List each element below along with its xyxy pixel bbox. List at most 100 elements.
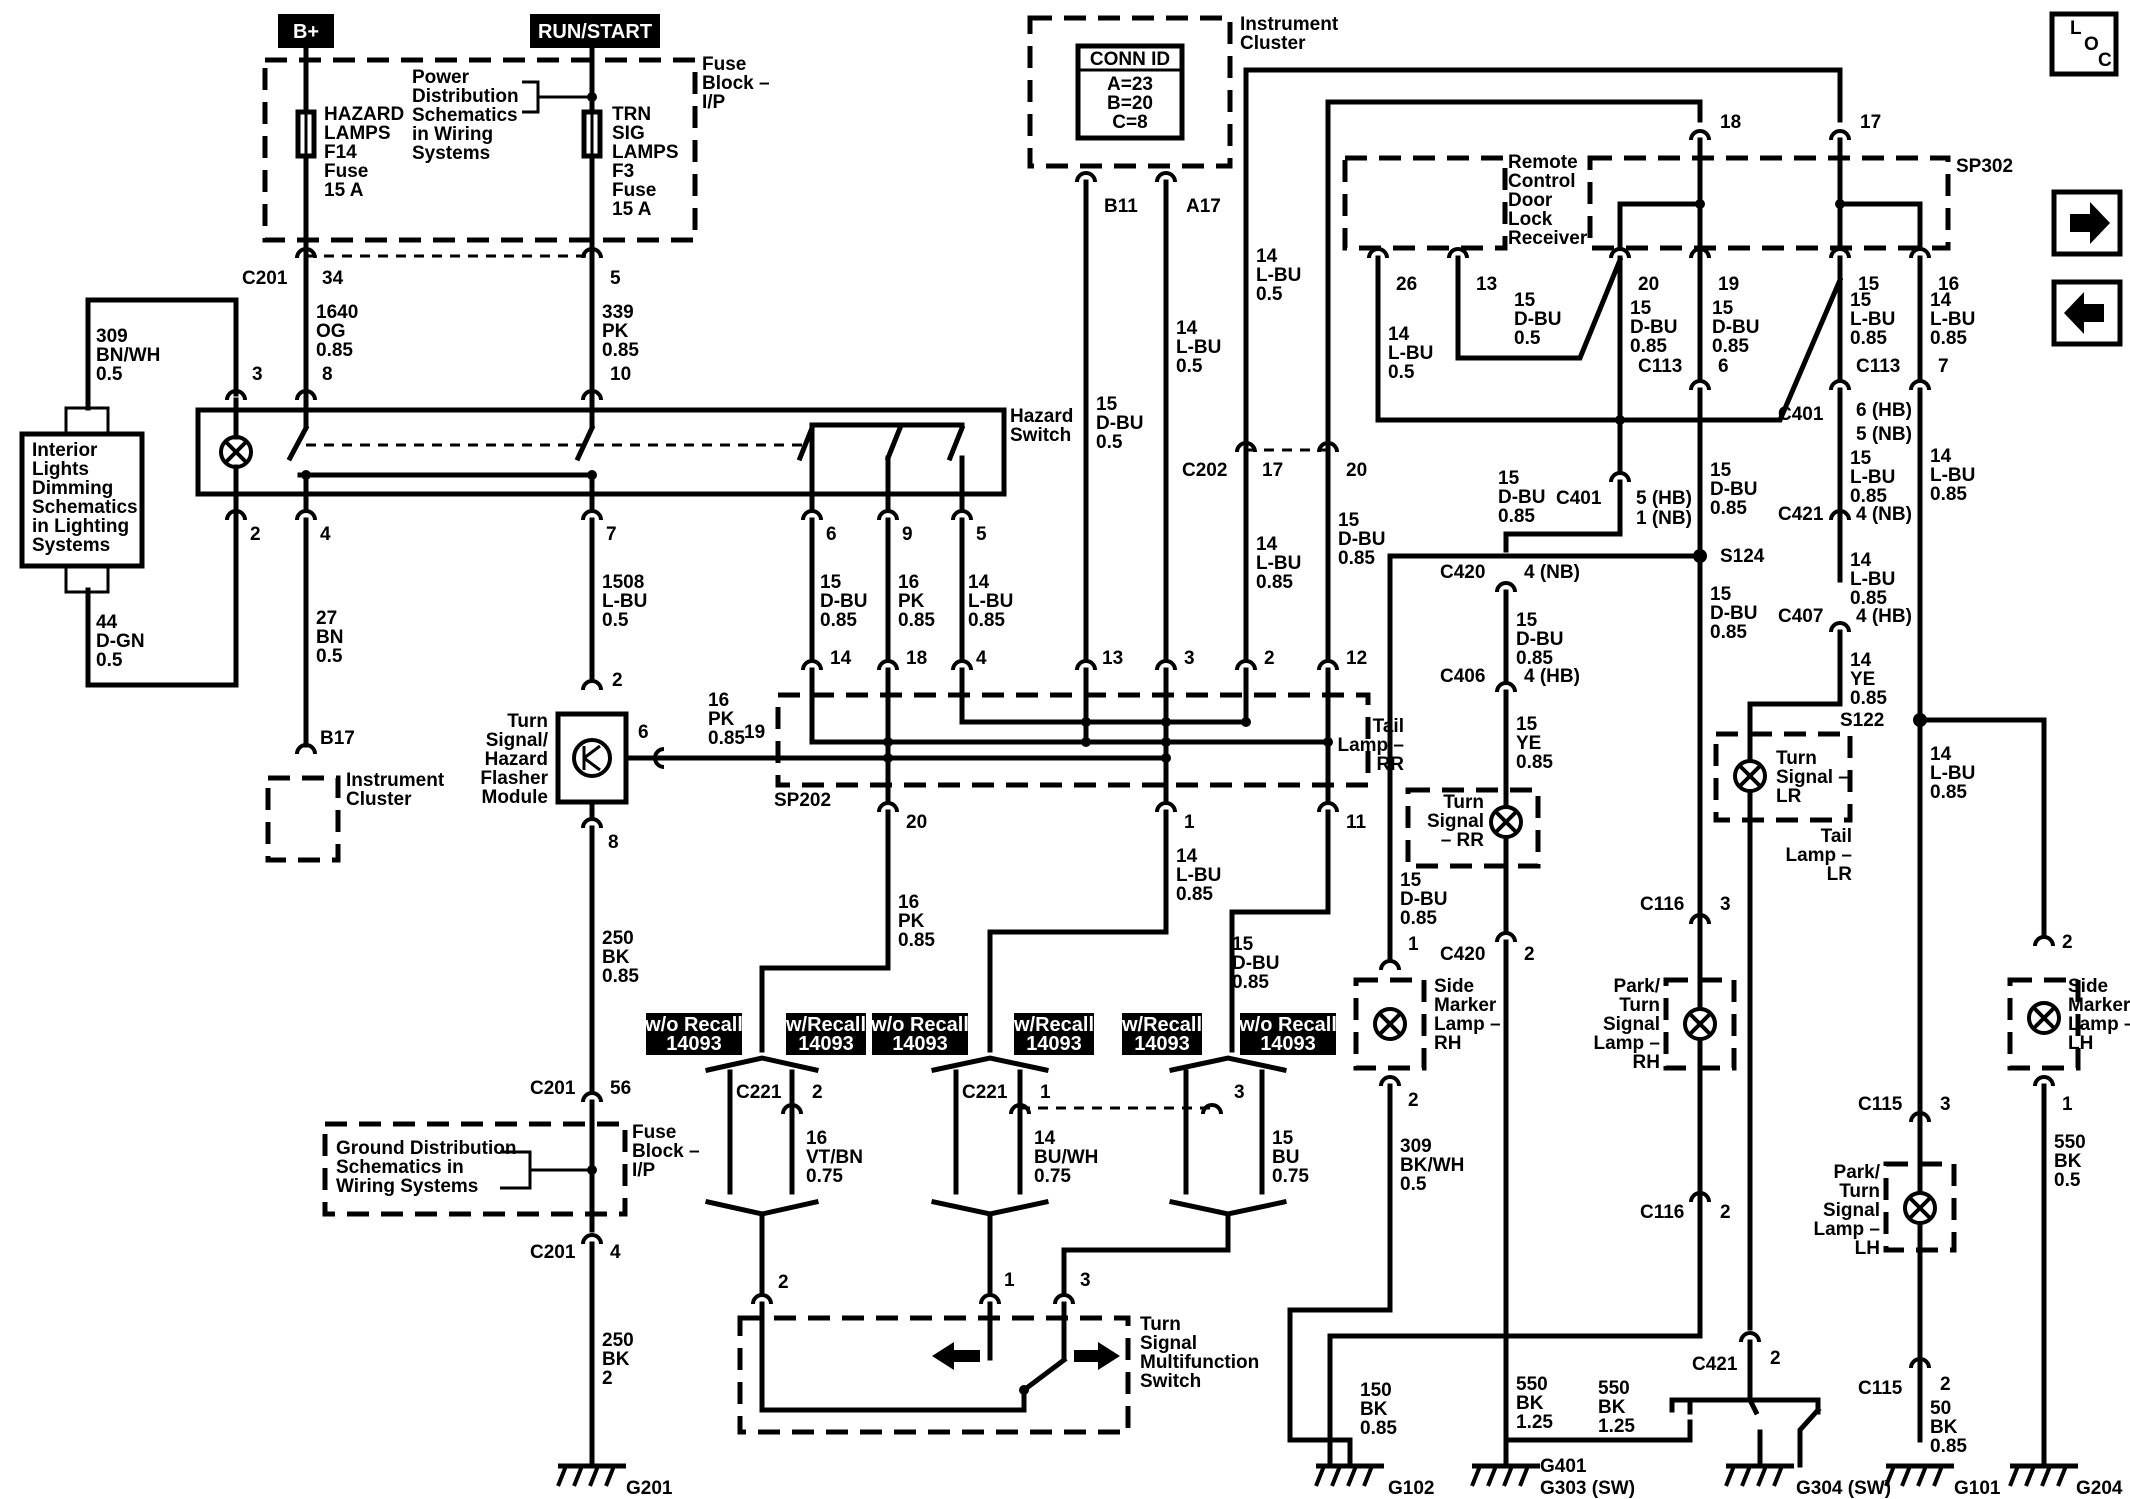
svg-text:L-BU: L-BU — [1850, 467, 1895, 488]
park-rh-label: Park/ Turn Signal Lamp – RH — [1593, 976, 1660, 1073]
recall-badge-4 — [1014, 1013, 1094, 1055]
ground-g201: G201 — [626, 1478, 673, 1499]
pin-15-sp302: 15 — [1858, 274, 1880, 295]
svg-text:w/o Recall: w/o Recall — [870, 1014, 969, 1036]
svg-text:Schematics: Schematics — [412, 105, 518, 126]
svg-text:50: 50 — [1930, 1398, 1951, 1419]
sp202-pin-3: 3 — [1184, 648, 1195, 669]
wire-15lbu-15: 15 L-BU 0.85 — [1850, 290, 1895, 349]
prev-arrow-icon[interactable] — [2051, 279, 2123, 347]
svg-text:0.85: 0.85 — [602, 966, 639, 987]
svg-text:15: 15 — [1516, 610, 1538, 631]
svg-text:0.5: 0.5 — [96, 650, 123, 671]
svg-text:Turn: Turn — [1619, 995, 1660, 1016]
wire-14lbu-s122: 14 L-BU 0.85 — [1930, 744, 1975, 803]
svg-text:0.85: 0.85 — [1176, 884, 1213, 905]
svg-text:O: O — [2084, 34, 2099, 55]
side-marker-lamp-lh — [2007, 977, 2081, 1071]
svg-text:309: 309 — [1400, 1136, 1432, 1157]
wire-14lbu-5: 14 L-BU 0.85 — [968, 572, 1013, 631]
svg-text:Fuse: Fuse — [632, 1122, 676, 1143]
c420-top-label: C420 — [1440, 562, 1485, 583]
fuse-block-ip-2: Fuse Block – I/P — [632, 1122, 700, 1181]
svg-text:YE: YE — [1516, 733, 1541, 754]
ground-icon — [1316, 1466, 1384, 1486]
turn-signal-rr-lamp-icon — [1489, 805, 1523, 839]
svg-text:1640: 1640 — [316, 302, 358, 323]
svg-text:Lamp –: Lamp – — [2068, 1014, 2130, 1035]
svg-text:550: 550 — [1598, 1378, 1630, 1399]
sp202-pin-11: 11 — [1346, 812, 1367, 833]
wire-15lbu-c421: 15 L-BU 0.85 — [1850, 448, 1895, 507]
flasher-icon — [572, 738, 612, 778]
svg-text:L-BU: L-BU — [602, 591, 647, 612]
svg-text:D-BU: D-BU — [1498, 487, 1546, 508]
flasher-label: Turn Signal/ Hazard Flasher Module — [480, 711, 548, 808]
svg-text:D-BU: D-BU — [1232, 953, 1280, 974]
instrument-cluster-small-label: Instrument Cluster — [346, 770, 445, 810]
svg-text:Flasher: Flasher — [480, 768, 548, 789]
c113-left-label: C113 — [1638, 356, 1682, 377]
hs-pin-2: 2 — [250, 524, 261, 545]
turn-right-arrow-icon — [1074, 1342, 1120, 1370]
svg-text:Side: Side — [1434, 976, 1474, 997]
side-marker-lh-lamp-icon — [2027, 1001, 2061, 1035]
svg-text:L-BU: L-BU — [1930, 465, 1975, 486]
recall-badge-3 — [872, 1013, 968, 1055]
park-turn-lamp-lh — [1883, 1161, 1957, 1253]
pin-19-sp302: 19 — [1718, 274, 1739, 295]
c113-pin-6: 6 — [1718, 356, 1729, 377]
c420-pin-4nb: 4 (NB) — [1524, 562, 1580, 583]
tail-lr-label: Tail Lamp – LR — [1785, 826, 1852, 885]
svg-text:Signal: Signal — [1603, 1014, 1660, 1035]
svg-text:L-BU: L-BU — [1256, 265, 1301, 286]
svg-text:309: 309 — [96, 326, 128, 347]
svg-text:BN/WH: BN/WH — [96, 345, 160, 366]
interior-lights-ref — [19, 431, 145, 569]
sp302-label: SP302 — [1956, 156, 2013, 177]
pin-b17: B17 — [320, 728, 355, 749]
svg-text:Switch: Switch — [1140, 1371, 1201, 1392]
c401r-pin-6hb: 6 (HB) — [1856, 400, 1912, 421]
svg-text:Turn: Turn — [1839, 1181, 1880, 1202]
svg-text:Power: Power — [412, 67, 470, 88]
ground-g204: G204 — [2076, 1478, 2123, 1499]
tail-lamp-rr — [1405, 787, 1541, 869]
flasher-pin-6: 6 — [638, 722, 649, 743]
ground-g101: G101 — [1954, 1478, 2001, 1499]
recall-jumper-1 — [705, 1055, 819, 1217]
svg-text:0.85: 0.85 — [316, 340, 353, 361]
wire-14ye: 14 YE 0.85 — [1850, 650, 1887, 709]
hazard-indicator-lamp-icon — [219, 435, 253, 469]
c406-pin-4hb: 4 (HB) — [1524, 666, 1580, 687]
svg-text:LAMPS: LAMPS — [324, 123, 391, 144]
hs-pin-6: 6 — [826, 524, 837, 545]
loc-button[interactable] — [2049, 11, 2119, 77]
svg-text:14: 14 — [1176, 846, 1198, 867]
svg-text:0.85: 0.85 — [708, 728, 745, 749]
wire-1508: 1508 L-BU 0.5 — [602, 572, 647, 631]
svg-text:D-BU: D-BU — [1710, 479, 1758, 500]
next-arrow-icon[interactable] — [2051, 189, 2123, 257]
hs-pin-5: 5 — [976, 524, 987, 545]
side-rh-pin-1: 1 — [1408, 934, 1419, 955]
svg-text:0.5: 0.5 — [1514, 328, 1541, 349]
svg-text:16: 16 — [898, 892, 919, 913]
svg-text:Lights: Lights — [32, 459, 89, 480]
svg-text:Remote: Remote — [1508, 152, 1578, 173]
wire-16pk-9: 16 PK 0.85 — [898, 572, 935, 631]
svg-text:Block –: Block – — [632, 1141, 700, 1162]
recall-jumper-2 — [931, 1055, 1049, 1217]
svg-text:Cluster: Cluster — [346, 789, 412, 810]
svg-text:1508: 1508 — [602, 572, 644, 593]
wire-15dbu-20: 15 D-BU 0.85 — [1630, 298, 1678, 357]
svg-text:0.85: 0.85 — [1630, 336, 1667, 357]
svg-text:CONN ID: CONN ID — [1090, 49, 1170, 70]
runstart-label: RUN/START — [538, 21, 652, 43]
sp202-pin-20: 20 — [906, 812, 927, 833]
wire-250-a: 250 BK 0.85 — [602, 928, 639, 987]
svg-text:Marker: Marker — [1434, 995, 1497, 1016]
svg-text:14: 14 — [1930, 290, 1952, 311]
c221-left-label: C221 — [736, 1082, 782, 1103]
sp202-pin-1: 1 — [1184, 812, 1195, 833]
